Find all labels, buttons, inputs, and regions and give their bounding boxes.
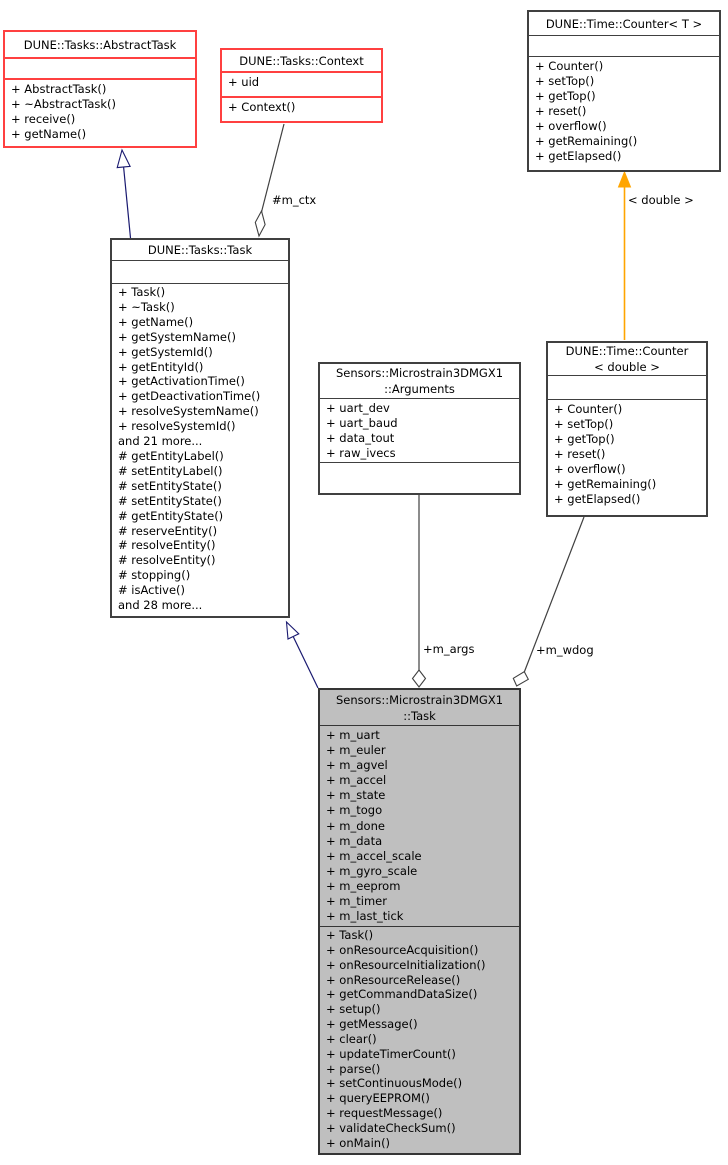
class-methods: + Context() (222, 96, 381, 121)
aggregation-edge-mctx (254, 123, 285, 238)
edge-label-m-ctx: #m_ctx (272, 193, 317, 207)
class-attributes (112, 260, 288, 283)
template-arrowhead-icon (617, 170, 632, 188)
inheritance-arrowhead-icon (116, 148, 131, 169)
aggregation-edge-mwdog (512, 516, 585, 687)
class-methods (320, 462, 519, 493)
edge-label-m-wdog: +m_wdog (536, 643, 594, 657)
class-attributes (529, 35, 719, 56)
class-attributes: + uart_dev + uart_baud + data_tout + raw… (320, 398, 519, 462)
edge-label-template-double: < double > (628, 193, 694, 207)
class-attributes (548, 375, 706, 399)
class-title: DUNE::Time::Counter < double > (565, 344, 689, 374)
class-title: Sensors::Microstrain3DMGX1 ::Task (335, 692, 504, 723)
class-box-dune-time-counter-t[interactable]: DUNE::Time::Counter< T > + Counter() + s… (527, 10, 721, 172)
aggregation-diamond-icon (411, 669, 427, 688)
inheritance-edge-task-to-abstracttask (116, 148, 132, 239)
class-title: Sensors::Microstrain3DMGX1 ::Arguments (335, 366, 504, 396)
class-box-dune-tasks-context[interactable]: DUNE::Tasks::Context + uid + Context() (220, 48, 383, 123)
class-methods: + Counter() + setTop() + getTop() + rese… (548, 399, 706, 515)
aggregation-diamond-icon (512, 670, 530, 687)
class-attributes (5, 57, 195, 78)
class-attributes: + m_uart + m_euler + m_agvel + m_accel +… (320, 725, 519, 926)
class-methods: + Counter() + setTop() + getTop() + rese… (529, 56, 719, 170)
class-box-dune-time-counter-double[interactable]: DUNE::Time::Counter < double > + Counter… (546, 341, 708, 517)
class-methods: + Task() + ~Task() + getName() + getSyst… (112, 283, 288, 616)
class-methods: + AbstractTask() + ~AbstractTask() + rec… (5, 78, 195, 146)
class-box-microstrain3dmgx1-arguments[interactable]: Sensors::Microstrain3DMGX1 ::Arguments +… (318, 362, 521, 495)
inheritance-edge-microtask-to-task (285, 620, 319, 689)
class-box-dune-tasks-abstracttask[interactable]: DUNE::Tasks::AbstractTask + AbstractTask… (3, 30, 197, 148)
aggregation-edge-margs (411, 495, 427, 688)
class-title: DUNE::Time::Counter< T > (545, 16, 703, 31)
class-box-dune-tasks-task[interactable]: DUNE::Tasks::Task + Task() + ~Task() + g… (110, 238, 290, 618)
class-title: DUNE::Tasks::Context (239, 53, 364, 68)
class-title: DUNE::Tasks::Task (147, 243, 253, 257)
edge-label-m-args: +m_args (423, 642, 475, 656)
class-box-microstrain3dmgx1-task-current: Sensors::Microstrain3DMGX1 ::Task + m_ua… (318, 688, 521, 1155)
class-methods: + Task() + onResourceAcquisition() + onR… (320, 926, 519, 1153)
class-attributes: + uid (222, 71, 381, 96)
aggregation-diamond-icon (254, 209, 266, 238)
inheritance-arrowhead-icon (285, 620, 300, 640)
class-title: DUNE::Tasks::AbstractTask (23, 37, 177, 52)
